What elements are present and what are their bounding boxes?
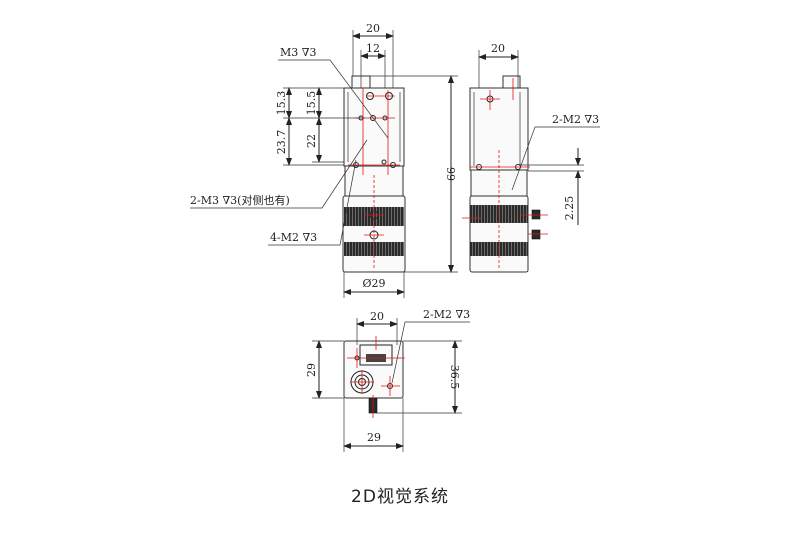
front-view: 20 12 15.3 23.7 15.5 22 99 Ø29 M3 ∇3 2-M… xyxy=(190,22,458,298)
side-view: 20 2.25 2-M2 ∇3 xyxy=(462,42,600,273)
side-dim-offset: 2.25 xyxy=(563,196,576,221)
bottom-dim-width-bottom: 29 xyxy=(367,431,381,444)
callout-m3: M3 ∇3 xyxy=(280,46,316,59)
bottom-dim-width-top: 20 xyxy=(370,310,384,323)
camera-body xyxy=(343,87,405,167)
bottom-dim-height-left: 29 xyxy=(305,363,318,377)
dim-width-outer: 20 xyxy=(366,22,380,35)
dim-height: 99 xyxy=(444,167,457,181)
dim-diameter: Ø29 xyxy=(362,277,385,290)
bottom-view: 20 29 36.5 29 2-M2 ∇3 xyxy=(305,308,470,452)
callout-2m3: 2-M3 ∇3(对侧也有) xyxy=(190,193,290,207)
dim-left-outer-top: 15.3 xyxy=(275,91,288,116)
aperture-ring-knurl xyxy=(344,242,404,256)
dim-width-inner: 12 xyxy=(366,42,380,55)
dim-left-outer-bottom: 23.7 xyxy=(275,130,288,155)
dim-left-inner-top: 15.5 xyxy=(305,91,318,116)
bottom-dim-height-right: 36.5 xyxy=(448,365,461,390)
caption: 2D视觉系统 xyxy=(351,487,449,507)
side-dim-width: 20 xyxy=(491,42,505,55)
side-callout-2m2: 2-M2 ∇3 xyxy=(552,113,599,126)
dim-left-inner-bottom: 22 xyxy=(305,134,318,148)
callout-4m2: 4-M2 ∇3 xyxy=(270,231,317,244)
bottom-callout-2m2: 2-M2 ∇3 xyxy=(423,308,470,321)
